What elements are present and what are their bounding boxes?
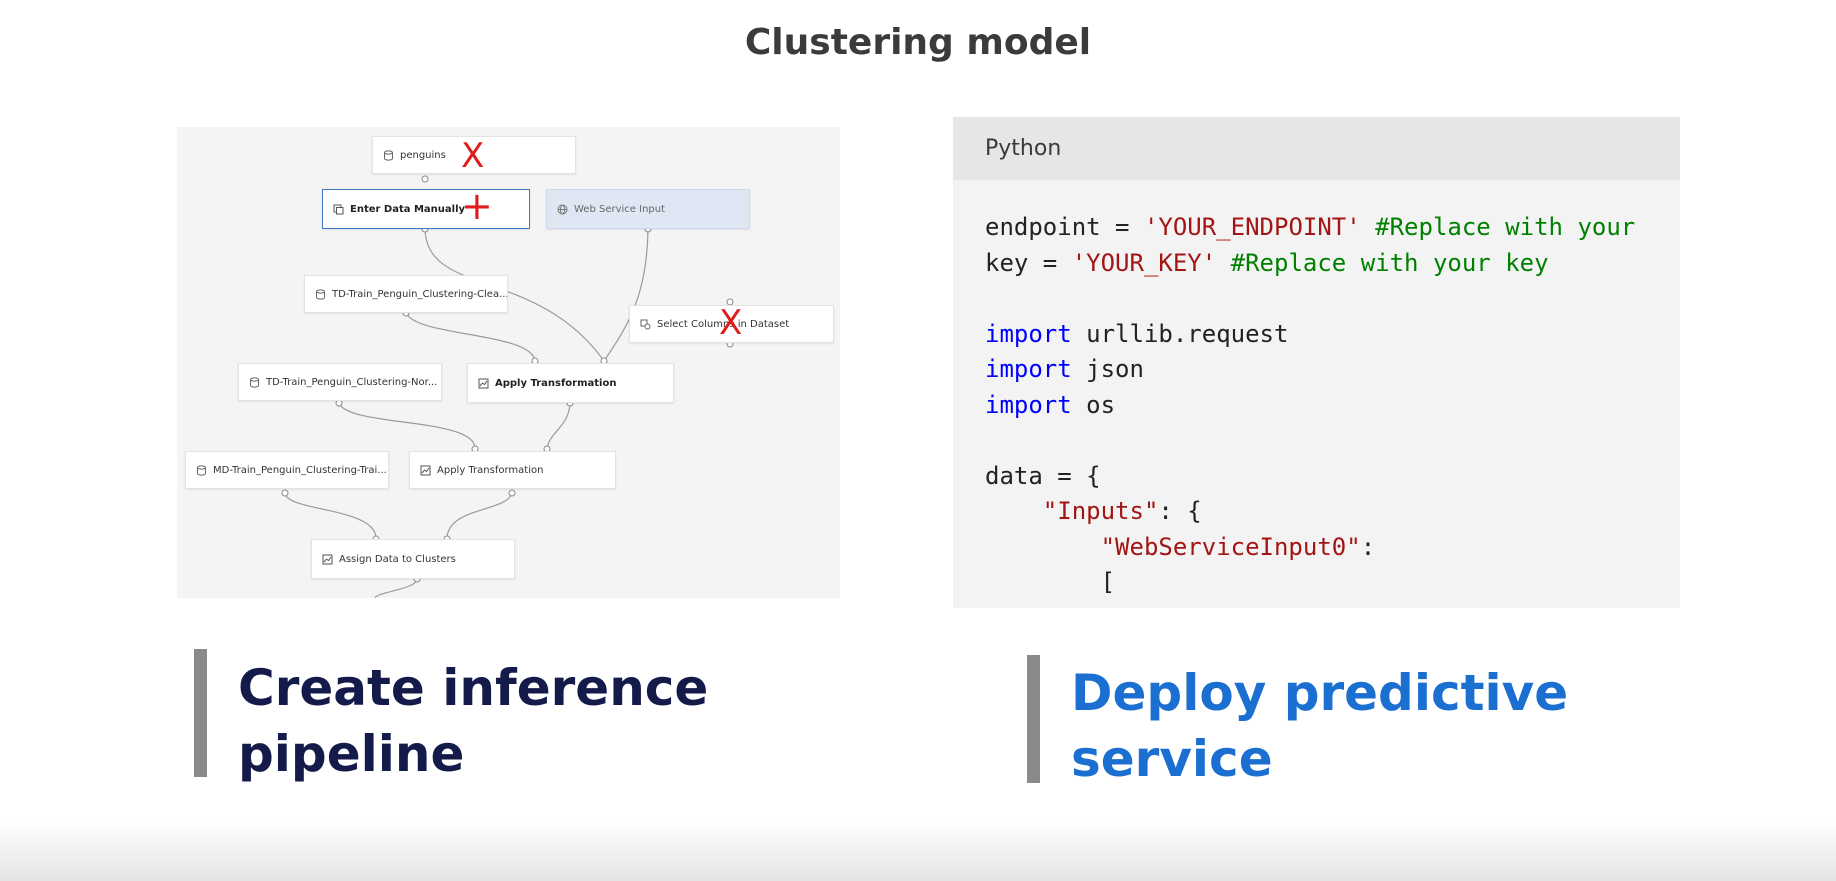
node-label: Apply Transformation [437, 464, 544, 476]
connection-wire [374, 578, 418, 598]
remove-mark-penguins: X [461, 136, 485, 176]
node-label: Select Columns in Dataset [657, 318, 790, 330]
caption-line: Create inference [238, 659, 709, 717]
code-token: import [985, 390, 1072, 419]
dataset-icon [315, 288, 326, 300]
node-label: MD-Train_Penguin_Clustering-Trai... [213, 464, 387, 476]
code-token: data = { [985, 461, 1101, 490]
code-line: endpoint = 'YOUR_ENDPOINT' #Replace with… [985, 210, 1680, 246]
node-label: penguins [400, 149, 446, 161]
code-token: 'YOUR_ENDPOINT' [1143, 213, 1361, 241]
node-td-normalize[interactable]: TD-Train_Penguin_Clustering-Nor... [238, 363, 442, 401]
node-label: TD-Train_Penguin_Clustering-Clea... [332, 288, 508, 300]
node-td-clean[interactable]: TD-Train_Penguin_Clustering-Clea... [304, 275, 508, 313]
data-entry-icon [333, 204, 344, 215]
add-mark-enter-data: + [461, 184, 493, 228]
code-line: "WebServiceInput0": [985, 530, 1680, 566]
transform-icon [322, 554, 333, 565]
code-token: "Inputs" [1042, 497, 1159, 525]
node-label: TD-Train_Penguin_Clustering-Nor... [266, 376, 438, 388]
code-token: import [985, 319, 1072, 348]
code-line: [ [985, 565, 1680, 601]
code-token [985, 533, 1101, 561]
caption-line: pipeline [238, 725, 465, 783]
connection-wire [284, 492, 377, 540]
code-token: os [1071, 390, 1116, 419]
port-handle [281, 489, 289, 497]
code-line: "Inputs": { [985, 494, 1680, 530]
node-web-service-input[interactable]: Web Service Input [546, 189, 750, 229]
connection-wire [446, 492, 513, 540]
code-line [985, 423, 1680, 459]
code-token [985, 497, 1043, 525]
code-block: endpoint = 'YOUR_ENDPOINT' #Replace with… [953, 180, 1680, 601]
dataset-icon [196, 464, 207, 476]
port-handle [508, 489, 516, 497]
node-apply-transformation-2[interactable]: Apply Transformation [409, 451, 616, 489]
port-handle [421, 175, 429, 183]
caption-create-inference-pipeline: Create inference pipeline [238, 655, 708, 787]
connection-wire [338, 402, 476, 450]
code-token: json [1071, 355, 1144, 383]
code-token: : { [1158, 497, 1202, 525]
dataset-icon [249, 376, 260, 388]
code-snippet-panel: Python endpoint = 'YOUR_ENDPOINT' #Repla… [953, 117, 1680, 608]
transform-icon [478, 378, 489, 389]
code-line [985, 281, 1680, 317]
dataset-icon [383, 149, 394, 161]
code-token [1216, 249, 1230, 277]
caption-line: service [1071, 730, 1273, 788]
code-language-label: Python [953, 117, 1680, 180]
remove-mark-select-columns: X [719, 303, 743, 343]
node-label: Apply Transformation [495, 377, 617, 389]
code-token: key = [985, 248, 1072, 277]
node-enter-data-manually[interactable]: Enter Data Manually [322, 189, 530, 229]
code-token: "WebServiceInput0" [1100, 532, 1361, 561]
code-token: [ [985, 568, 1116, 596]
code-token: #Replace with your key [1230, 248, 1549, 277]
transform-icon [420, 465, 431, 476]
node-label: Assign Data to Clusters [339, 553, 456, 565]
page-title: Clustering model [744, 22, 1092, 63]
code-line: import os [985, 388, 1680, 424]
module-icon [640, 319, 651, 330]
node-assign-data-to-clusters[interactable]: Assign Data to Clusters [311, 539, 515, 579]
code-token: import [985, 355, 1072, 383]
code-line: key = 'YOUR_KEY' #Replace with your key [985, 246, 1680, 282]
code-token: 'YOUR_KEY' [1071, 248, 1217, 277]
code-token: : [1360, 532, 1376, 561]
globe-icon [557, 204, 568, 215]
caption-accent-bar-right [1027, 655, 1040, 783]
code-token: #Replace with your [1375, 213, 1636, 241]
node-apply-transformation-1[interactable]: Apply Transformation [467, 363, 674, 403]
node-label: Web Service Input [574, 203, 666, 215]
node-select-columns[interactable]: Select Columns in Dataset [629, 305, 834, 343]
connection-wire [546, 402, 571, 450]
code-token: urllib.request [1071, 319, 1289, 348]
code-line: import json [985, 352, 1680, 388]
node-md-train[interactable]: MD-Train_Penguin_Clustering-Trai... [185, 451, 389, 489]
caption-deploy-predictive-service: Deploy predictive service [1071, 660, 1568, 792]
code-token: endpoint = [985, 213, 1144, 241]
code-line: data = { [985, 459, 1680, 495]
code-token [1361, 213, 1375, 241]
caption-line: Deploy predictive [1071, 664, 1569, 722]
node-label: Enter Data Manually [350, 203, 466, 215]
pipeline-canvas: penguins Enter Data Manually Web Service… [177, 127, 840, 598]
caption-accent-bar-left [194, 649, 207, 777]
code-line: import urllib.request [985, 317, 1680, 353]
connection-wire [405, 312, 536, 362]
node-penguins[interactable]: penguins [372, 136, 576, 174]
